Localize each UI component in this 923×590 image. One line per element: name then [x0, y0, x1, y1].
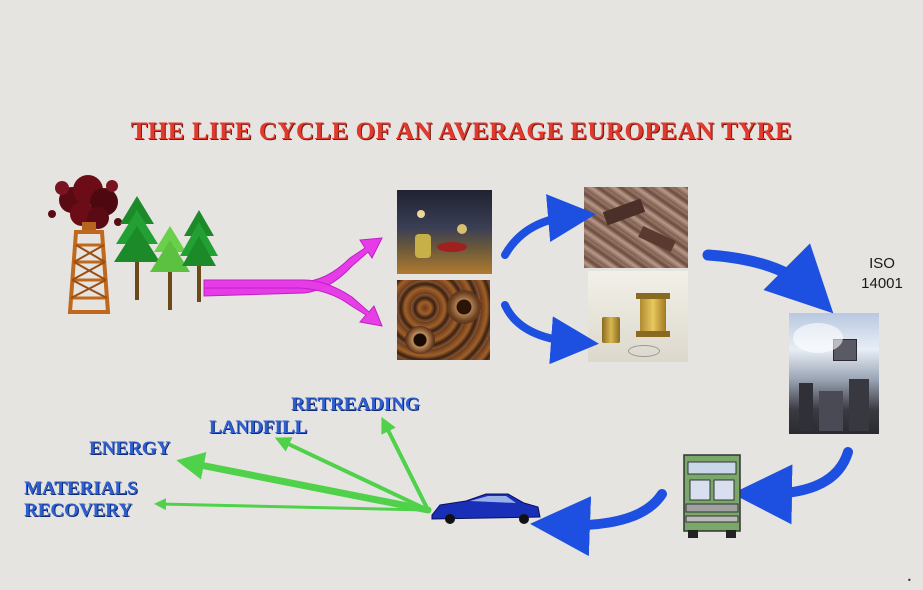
arrow-materials — [154, 498, 430, 512]
label-materials: MATERIALS — [24, 478, 138, 499]
iso-line2: 14001 — [861, 275, 903, 292]
arrow-energy — [176, 451, 432, 514]
arrow-to-truck — [732, 447, 853, 525]
label-recovery: RECOVERY — [24, 500, 133, 521]
rubber-pieces-photo — [584, 187, 688, 268]
arrow-to-wire — [501, 301, 599, 365]
iso-line1: ISO — [869, 255, 895, 272]
arrow-to-car — [530, 489, 667, 557]
label-retreading: RETREADING — [291, 394, 420, 415]
label-landfill: LANDFILL — [209, 417, 308, 438]
wire-spools-photo — [588, 271, 688, 362]
factory-photo — [789, 313, 879, 434]
label-energy: ENERGY — [89, 438, 171, 459]
arrow-to-factory — [702, 243, 834, 314]
arrow-landfill — [274, 437, 430, 512]
steel-components-photo — [397, 280, 490, 360]
arrow-retreading — [381, 416, 430, 512]
label-materials-recovery: MATERIALS RECOVERY — [24, 478, 138, 522]
iso-label: ISO 14001 — [850, 254, 914, 294]
slide-title: THE LIFE CYCLE OF AN AVERAGE EUROPEAN TY… — [130, 118, 793, 145]
corner-mark: • — [907, 576, 912, 585]
arrow-to-rubber — [501, 194, 596, 259]
raw-materials-photo — [397, 190, 492, 274]
